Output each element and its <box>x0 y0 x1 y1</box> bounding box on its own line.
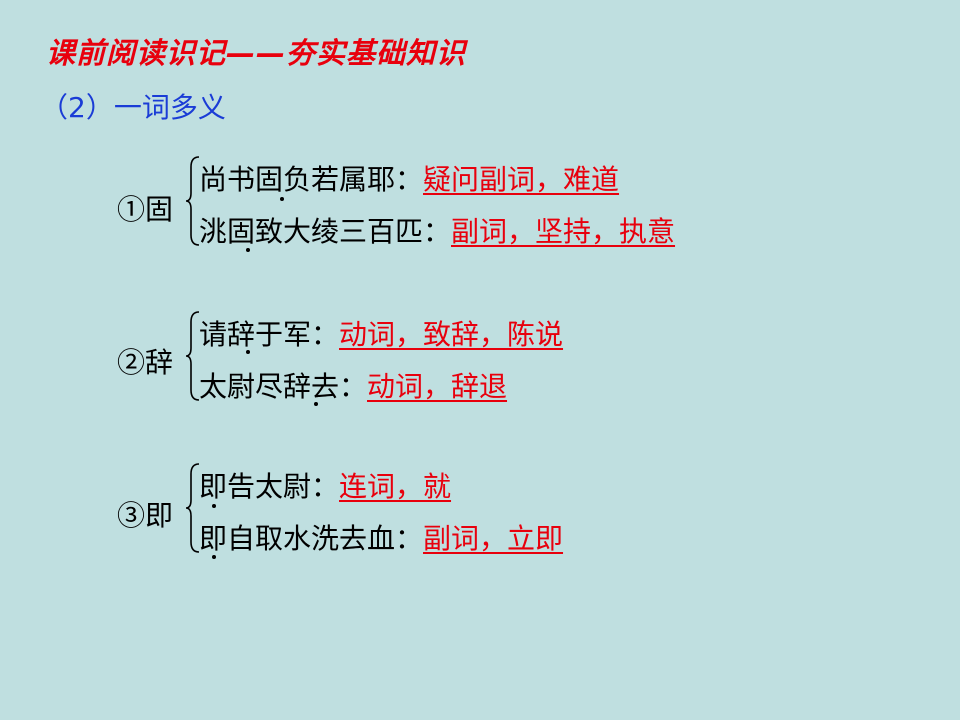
group-label: ②辞 <box>117 346 174 379</box>
example-sentence: 即告太尉： <box>199 470 340 503</box>
emphasis-dot <box>314 402 318 406</box>
brace-icon <box>185 156 200 246</box>
emphasis-dot <box>246 248 250 252</box>
answer-text: 副词，立即 <box>423 522 564 555</box>
answer-text: 副词，坚持，执意 <box>451 215 676 248</box>
group-label: ③即 <box>117 499 174 532</box>
emphasis-dot <box>246 350 250 354</box>
example-line: 尚书固负若属耶：疑问副词，难道 <box>199 158 619 198</box>
page-title: 课前阅读识记——夯实基础知识 <box>46 36 467 70</box>
example-line: 即自取水洗去血：副词，立即 <box>199 517 563 557</box>
example-line: 即告太尉：连词，就 <box>199 465 451 505</box>
example-sentence: 洮固致大绫三百匹： <box>199 215 452 248</box>
emphasis-dot <box>212 504 216 508</box>
emphasis-dot <box>280 197 284 201</box>
example-line: 太尉尽辞去：动词，辞退 <box>199 365 507 405</box>
example-line: 洮固致大绫三百匹：副词，坚持，执意 <box>199 210 675 250</box>
section-subtitle: （2）一词多义 <box>40 91 226 124</box>
brace-icon <box>185 311 200 401</box>
polysemy-group-ji: ③即 即告太尉：连词，就 即自取水洗去血：副词，立即 <box>117 462 817 562</box>
answer-text: 动词，辞退 <box>367 370 508 403</box>
example-sentence: 即自取水洗去血： <box>199 522 424 555</box>
group-label: ①固 <box>117 193 174 226</box>
answer-text: 动词，致辞，陈说 <box>339 318 564 351</box>
polysemy-group-gu: ①固 尚书固负若属耶：疑问副词，难道 洮固致大绫三百匹：副词，坚持，执意 <box>117 155 817 255</box>
example-sentence: 请辞于军： <box>199 318 340 351</box>
example-line: 请辞于军：动词，致辞，陈说 <box>199 313 563 353</box>
emphasis-dot <box>212 555 216 559</box>
polysemy-group-ci: ②辞 请辞于军：动词，致辞，陈说 太尉尽辞去：动词，辞退 <box>117 310 817 410</box>
answer-text: 连词，就 <box>339 470 452 503</box>
example-sentence: 太尉尽辞去： <box>199 370 368 403</box>
example-sentence: 尚书固负若属耶： <box>199 163 424 196</box>
brace-icon <box>185 463 200 553</box>
answer-text: 疑问副词，难道 <box>423 163 620 196</box>
